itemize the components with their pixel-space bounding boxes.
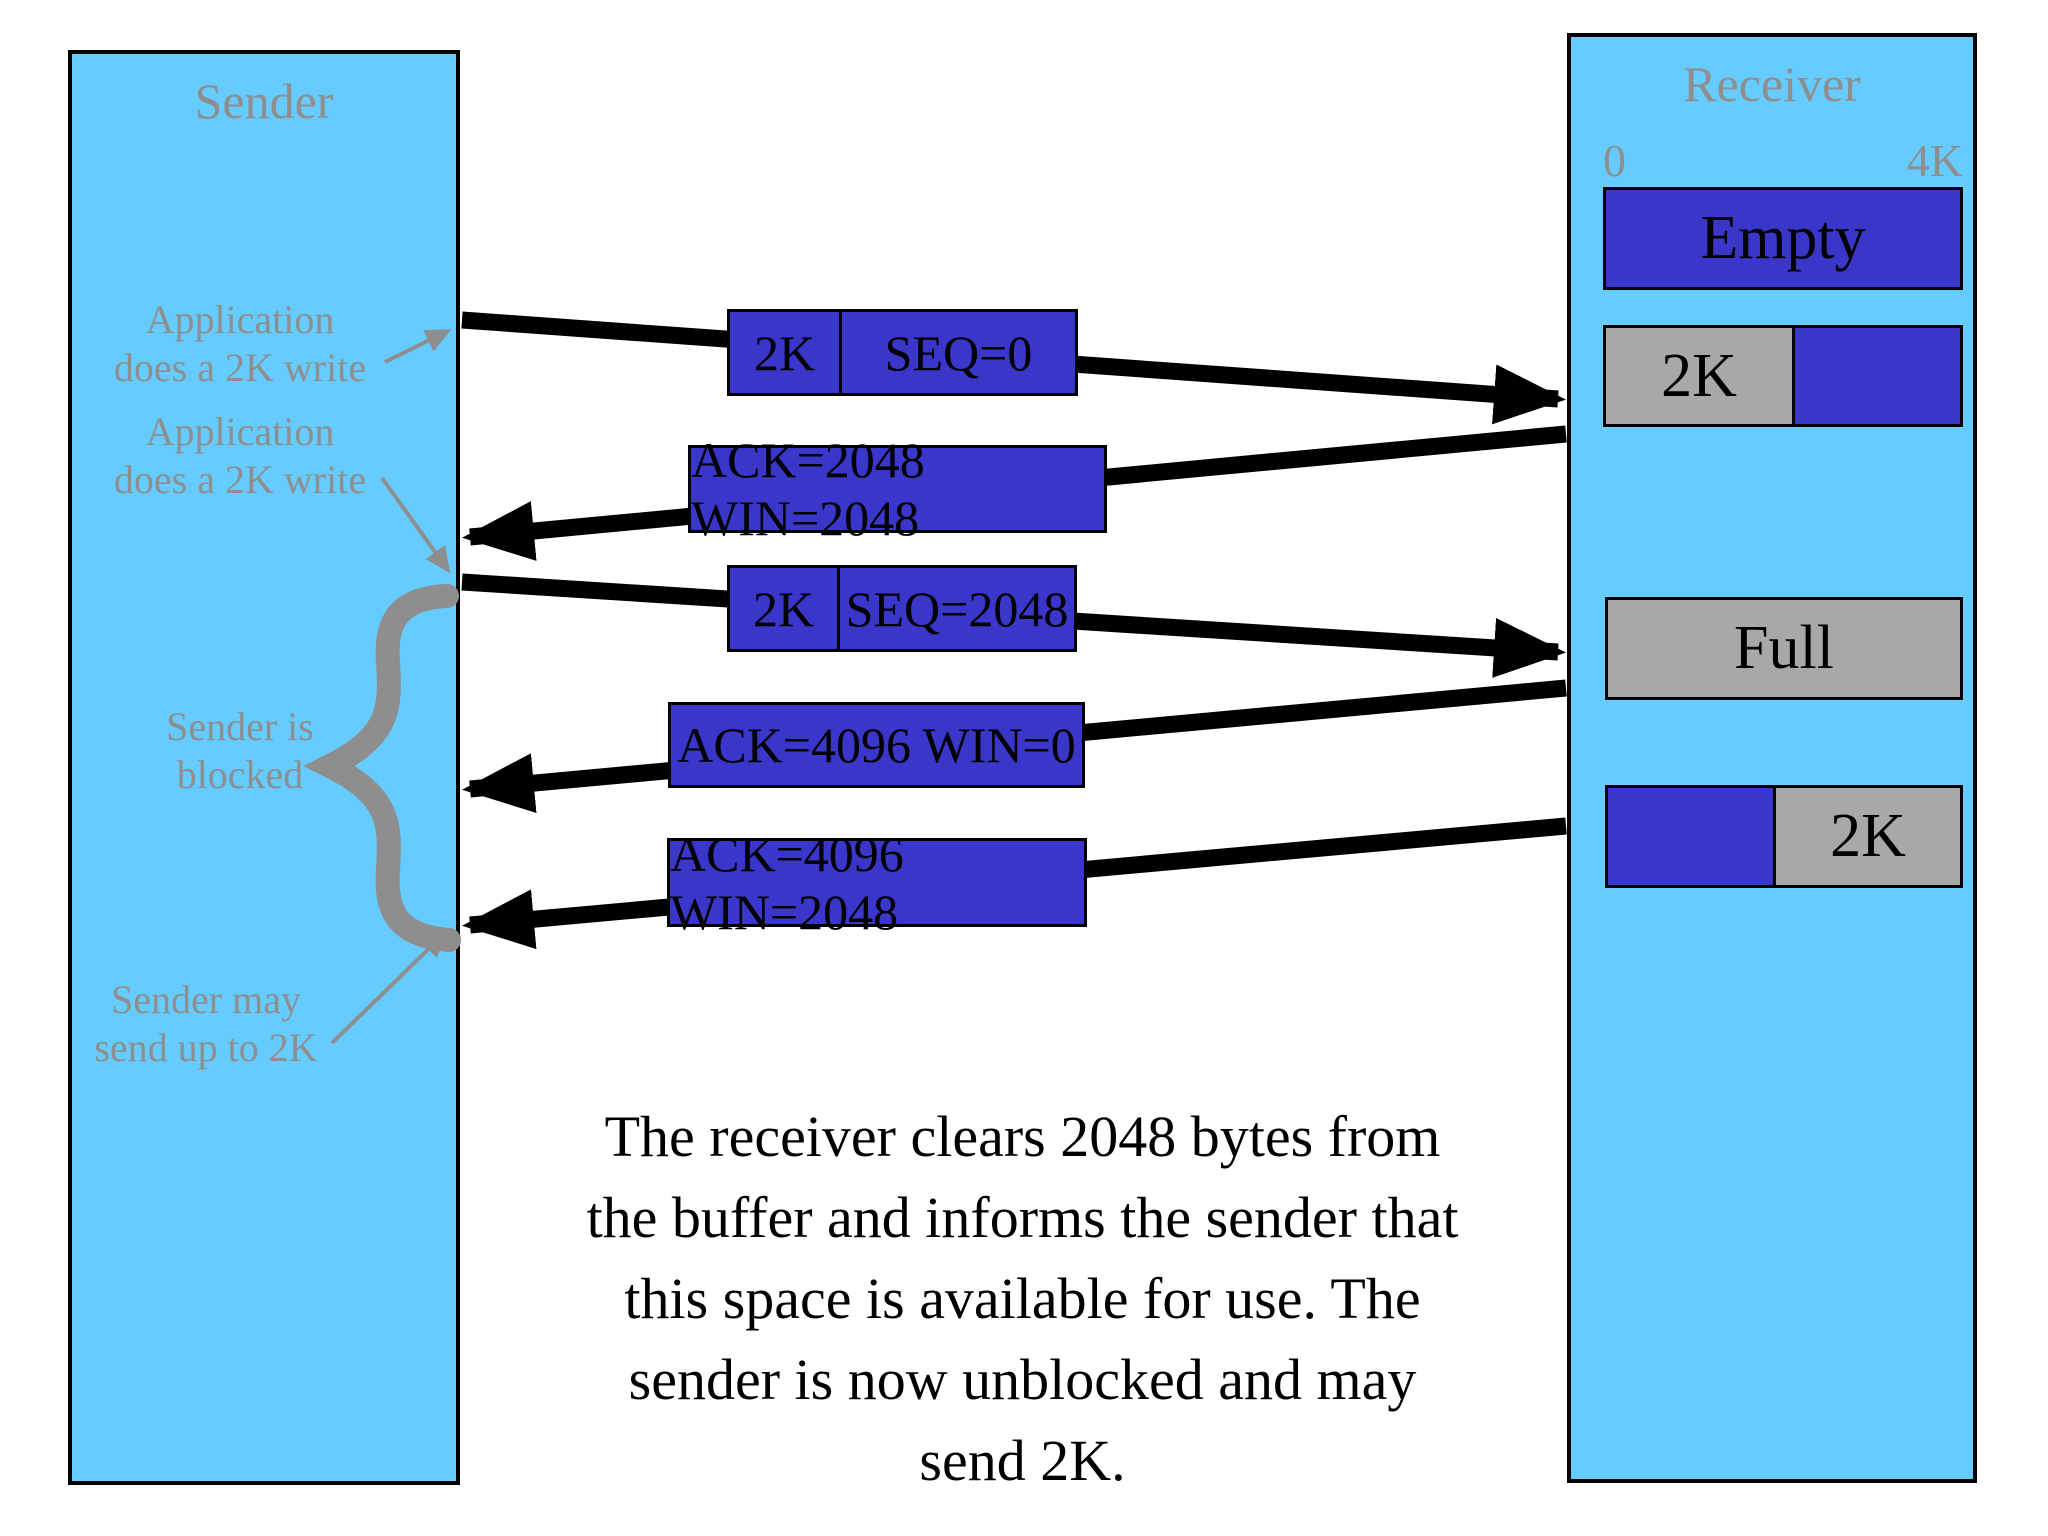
caption-line: sender is now unblocked and may: [628, 1347, 1417, 1412]
annotation-line: Sender may: [111, 977, 301, 1022]
message-box-ack2048: ACK=2048 WIN=2048: [688, 432, 1107, 546]
segment-size-cell: 2K: [730, 312, 842, 393]
buffer-filled-cell: 2K: [1606, 328, 1795, 424]
segment-label-cell: ACK=4096 WIN=2048: [670, 825, 904, 940]
buffer-free-cell: [1795, 328, 1960, 424]
receiver-title: Receiver: [1683, 56, 1861, 112]
message-box-ack4096-win2048: ACK=4096 WIN=2048: [667, 825, 1087, 940]
annotation-line: Application: [145, 297, 335, 342]
annotation-line: Sender is: [166, 704, 314, 749]
caption-line: the buffer and informs the sender that: [586, 1185, 1459, 1250]
segment-label-cell: SEQ=0: [884, 324, 1033, 381]
pointer-arrow-first-write: [384, 329, 452, 364]
annotation-app-2k-write-2: Application does a 2K write: [80, 408, 400, 504]
caption-line: this space is available for use. The: [624, 1266, 1421, 1331]
buffer-full-cell: Full: [1608, 600, 1960, 697]
annotation-app-2k-write-1: Application does a 2K write: [80, 296, 400, 392]
annotation-sender-may-send: Sender may send up to 2K: [46, 976, 366, 1072]
annotation-line: blocked: [176, 752, 304, 797]
buffer-box-2k-filled: 2K: [1603, 325, 1963, 427]
annotation-line: does a 2K write: [113, 457, 367, 502]
buffer-box-2k-remaining: 2K: [1605, 785, 1963, 888]
sender-panel: [68, 50, 460, 1485]
caption: The receiver clears 2048 bytes from the …: [460, 1096, 1585, 1501]
buffer-scale: 0 4K: [1603, 134, 1963, 187]
caption-line: send 2K.: [919, 1428, 1126, 1493]
annotation-sender-blocked: Sender is blocked: [80, 703, 400, 799]
pointer-arrow-may-send: [330, 931, 447, 1045]
annotation-line: send up to 2K: [94, 1025, 318, 1070]
buffer-empty-cell: Empty: [1606, 190, 1960, 287]
buffer-data-cell: 2K: [1776, 788, 1960, 885]
message-box-seq2048: 2K SEQ=2048: [727, 565, 1077, 652]
message-box-seq0: 2K SEQ=0: [727, 309, 1078, 396]
segment-size-cell: 2K: [730, 568, 840, 649]
segment-label-cell: ACK=2048 WIN=2048: [691, 432, 925, 546]
message-box-ack4096-win0: ACK=4096 WIN=0: [668, 702, 1085, 788]
annotation-line: Application: [145, 409, 335, 454]
buffer-box-empty: Empty: [1603, 187, 1963, 290]
caption-line: The receiver clears 2048 bytes from: [604, 1104, 1441, 1169]
annotation-line: does a 2K write: [113, 345, 367, 390]
buffer-freed-cell: [1608, 788, 1776, 885]
blocked-brace: [303, 584, 461, 952]
sender-title: Sender: [194, 73, 334, 129]
buffer-scale-end: 4K: [1906, 135, 1963, 186]
segment-label-cell: SEQ=2048: [845, 580, 1069, 637]
segment-label-cell: ACK=4096 WIN=0: [677, 717, 1076, 773]
buffer-box-full: Full: [1605, 597, 1963, 700]
buffer-scale-start: 0: [1603, 135, 1626, 186]
pointer-arrow-second-write: [380, 476, 451, 574]
